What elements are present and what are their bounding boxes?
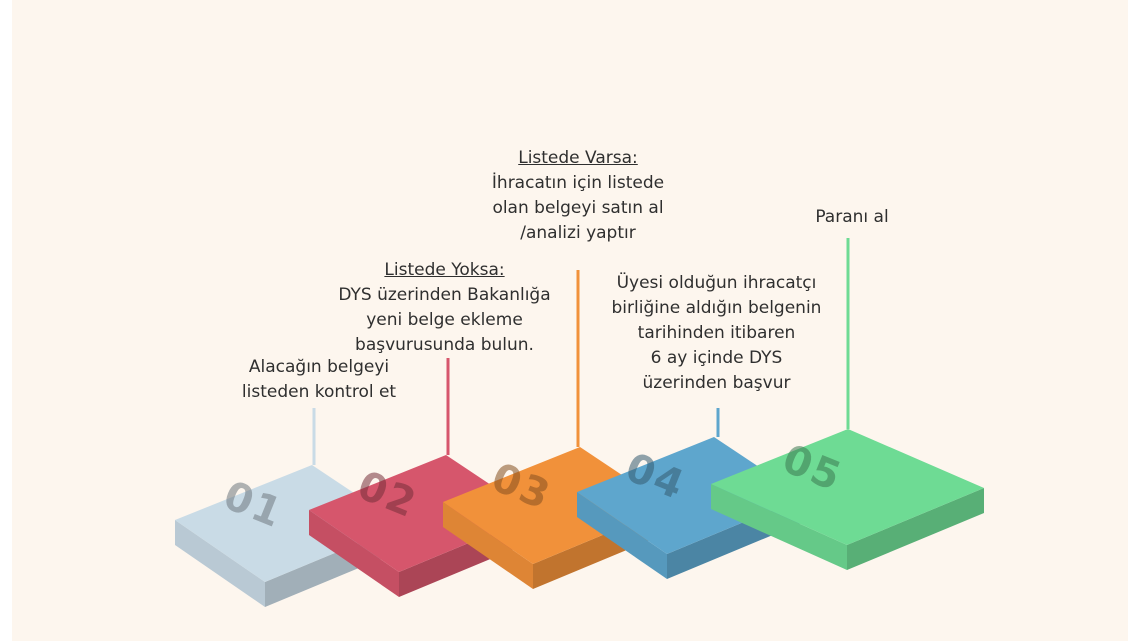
step-2-tile: 02: [309, 358, 536, 597]
step-4-line-1: Üyesi olduğun ihracatçı: [616, 273, 817, 293]
step-5-tile: 05: [711, 238, 984, 570]
step-4-line-4: 6 ay içinde DYS: [650, 348, 783, 368]
step-5-line-1: Paranı al: [815, 207, 889, 227]
step-3-heading: Listede Varsa:: [518, 148, 638, 168]
step-2-front-face: [309, 510, 399, 597]
step-4-top-face: [577, 437, 804, 554]
step-5-top-face: [711, 429, 984, 545]
step-1-line-1: Alacağın belgeyi: [248, 357, 390, 377]
step-2-top-face: [309, 455, 536, 572]
step-1-line-2: listeden kontrol et: [241, 382, 397, 402]
step-2-line-1: DYS üzerinden Bakanlığa: [338, 285, 551, 305]
step-3-line-2: olan belgeyi satın al: [492, 198, 664, 218]
step-5-front-face: [711, 484, 847, 570]
step-1-front-face: [175, 520, 265, 607]
step-3-text: Listede Varsa: İhracatın için listede ol…: [468, 146, 688, 246]
step-4-front-face: [577, 492, 667, 579]
step-4-line-5: üzerinden başvur: [642, 373, 791, 393]
step-2-line-2: yeni belge ekleme: [366, 310, 523, 330]
step-3-front-face: [443, 502, 533, 589]
step-4-text: Üyesi olduğun ihracatçı birliğine aldığı…: [589, 271, 844, 396]
step-4-line-3: tarihinden itibaren: [637, 323, 796, 343]
step-4-line-2: birliğine aldığın belgenin: [611, 298, 822, 318]
step-1-top-face: [175, 465, 402, 582]
step-2-text: Listede Yoksa: DYS üzerinden Bakanlığa y…: [317, 258, 572, 358]
step-2-heading: Listede Yoksa:: [384, 260, 505, 280]
step-3-line-1: İhracatın için listede: [491, 173, 665, 193]
step-3-line-3: /analizi yaptır: [520, 223, 636, 243]
step-1-text: Alacağın belgeyi listeden kontrol et: [219, 355, 419, 405]
step-5-text: Paranı al: [792, 205, 912, 230]
step-5-side-face: [847, 488, 984, 570]
step-3-top-face: [443, 447, 670, 564]
step-2-line-3: başvurusunda bulun.: [355, 335, 534, 355]
